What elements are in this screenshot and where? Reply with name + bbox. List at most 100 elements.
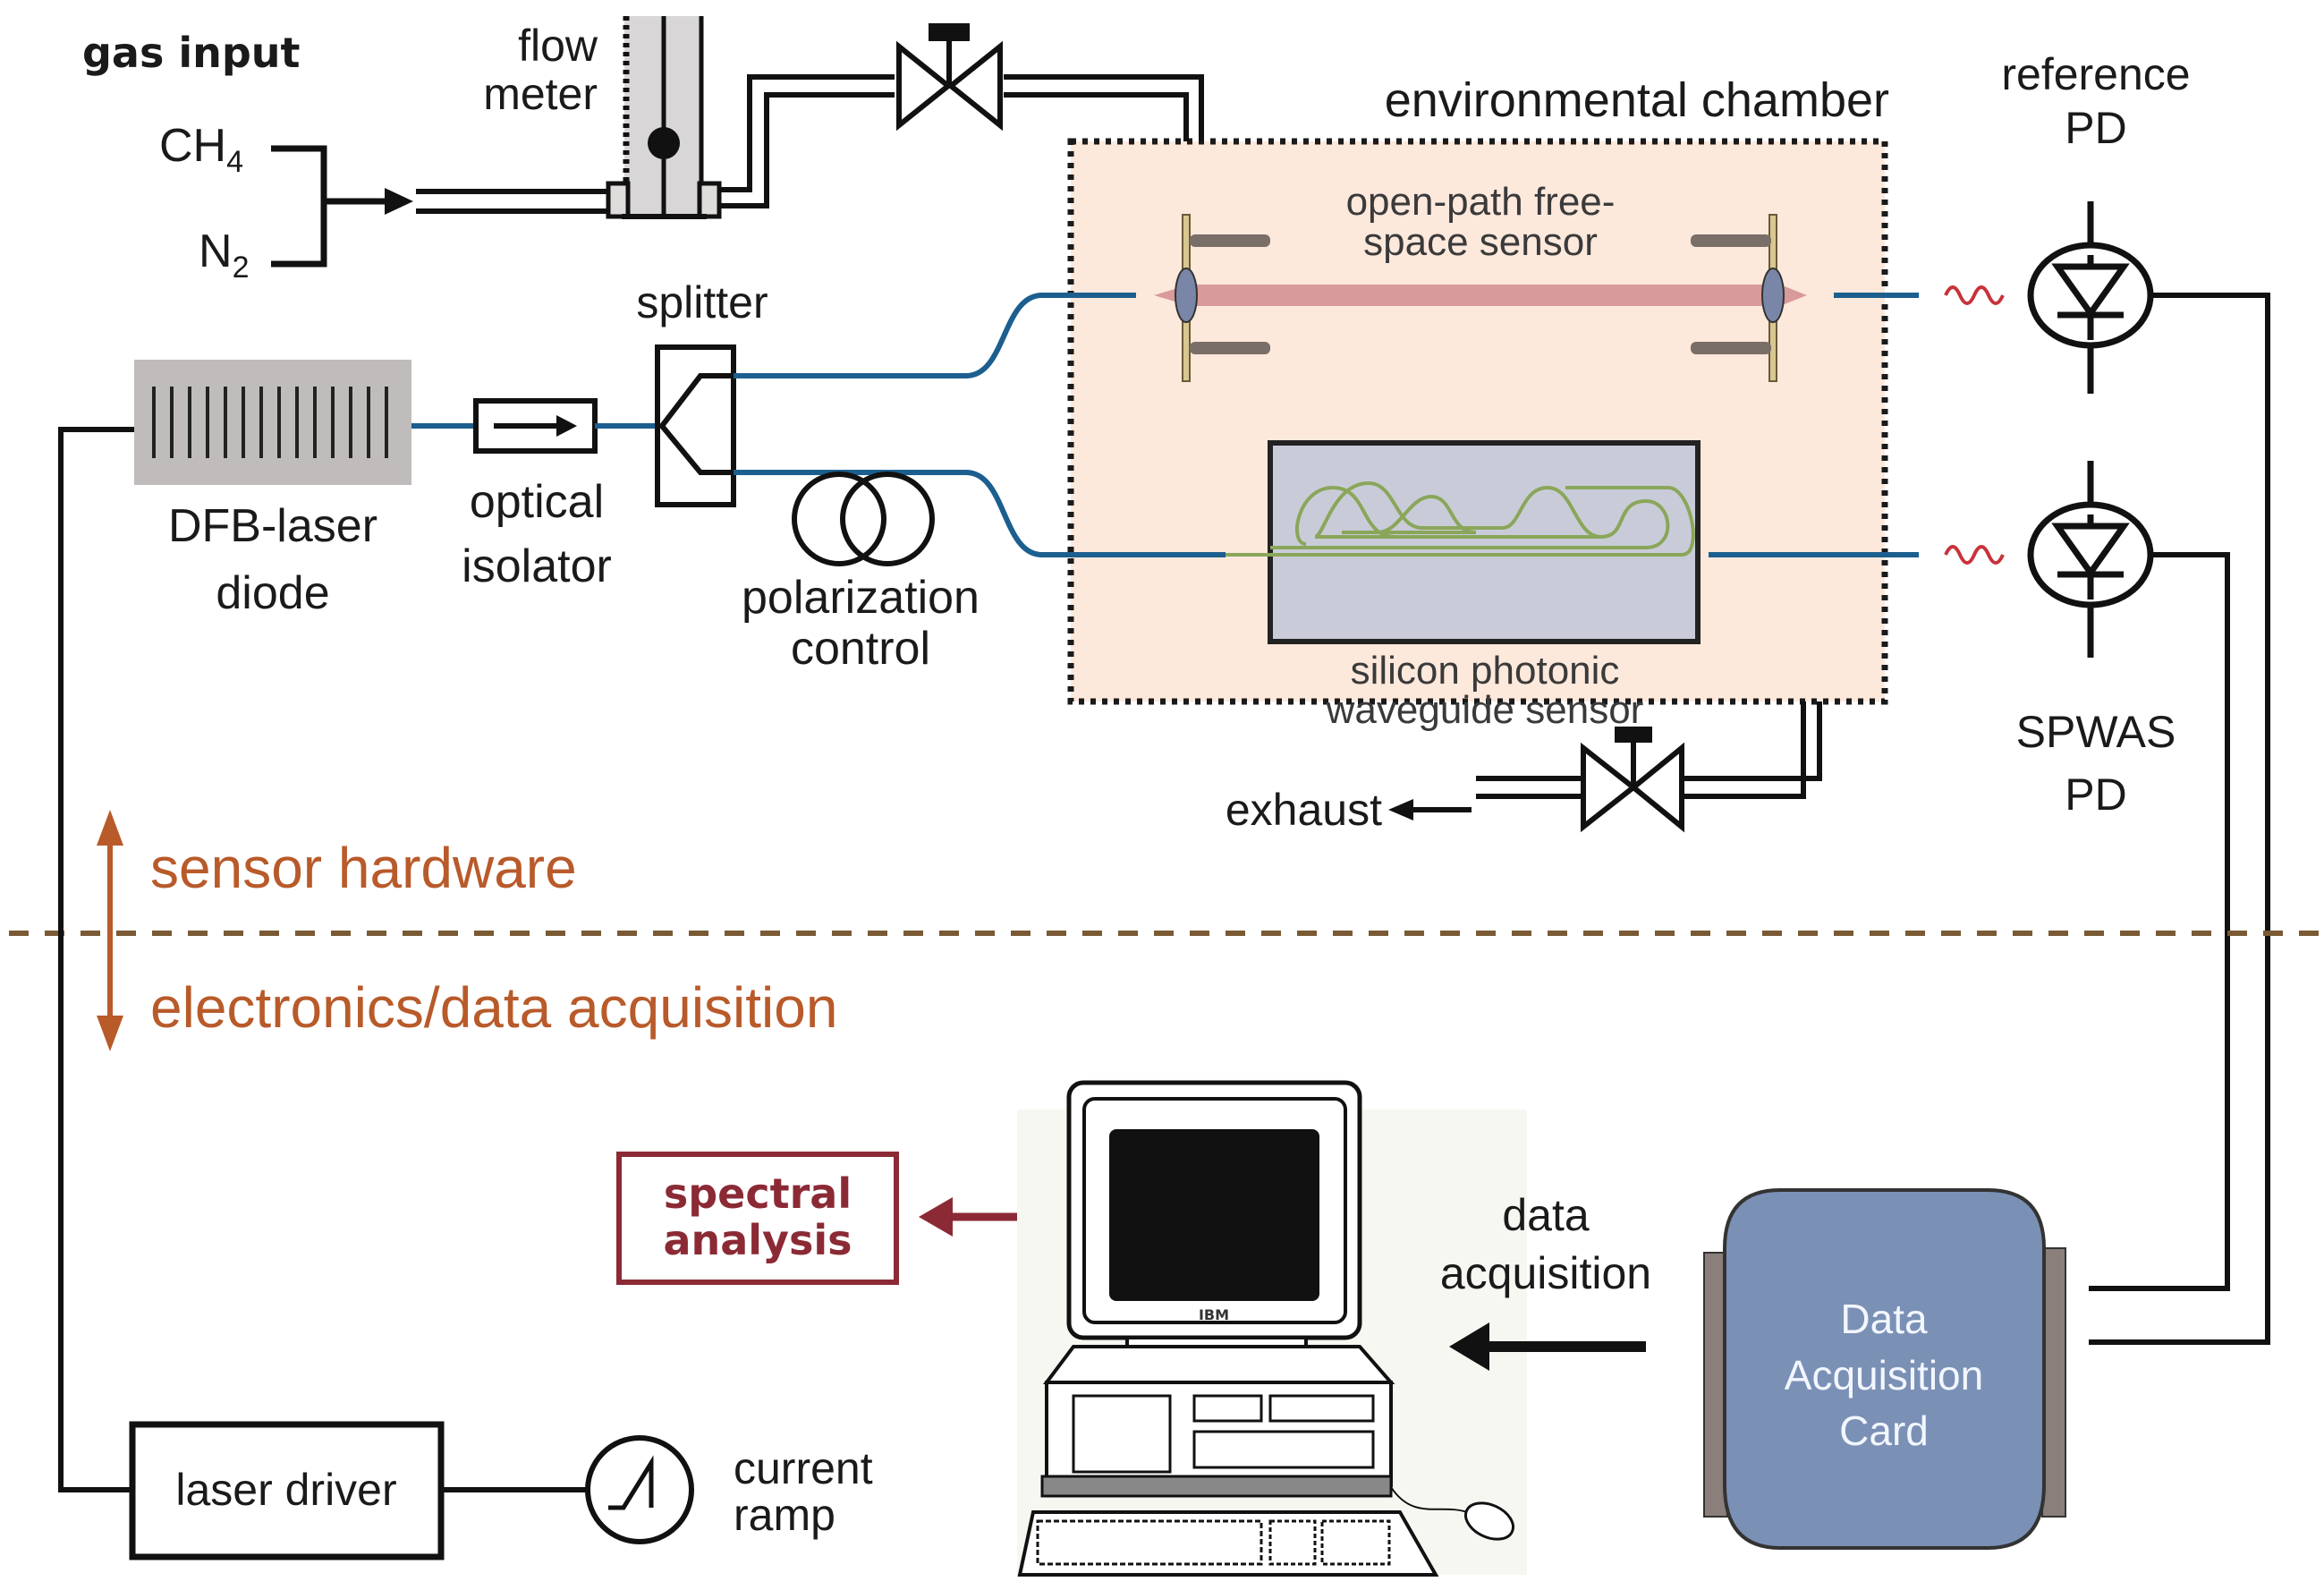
mouse-cable (1390, 1486, 1468, 1513)
current-ramp-label-1: current (734, 1443, 873, 1493)
flow-meter-float-icon (648, 127, 680, 159)
reference-pd-label-2: PD (2065, 103, 2126, 153)
spectral-arrow-icon (919, 1197, 953, 1237)
daq-side-right (2041, 1247, 2066, 1518)
spwas-pd-label-2: PD (2065, 769, 2126, 820)
current-ramp-circle (585, 1435, 694, 1544)
exhaust-section: exhaust (1226, 701, 1822, 835)
keyboard-numpad (1320, 1519, 1391, 1566)
spwas-photodiode-icon (2027, 461, 2154, 658)
isolator-label-2: isolator (462, 540, 612, 592)
left-lens-icon (1175, 268, 1198, 323)
ch4-main: CH (159, 120, 226, 172)
data-acquisition-arrow-icon (1449, 1322, 1489, 1371)
current-ramp-label-2: ramp (734, 1490, 835, 1540)
spwas-pd-wire (2089, 552, 2230, 1291)
right-mount-arm-top (1691, 234, 1771, 247)
ch4-label: CH4 (159, 120, 243, 179)
laser-label-2: diode (216, 567, 329, 619)
laser-driver-label: laser driver (175, 1465, 396, 1515)
left-mount-arm-top (1190, 234, 1270, 247)
laser-beam (1154, 285, 1807, 306)
computer-icon: IBM (1017, 1080, 1527, 1577)
data-acquisition-flow: data acquisition (1440, 1190, 1651, 1371)
reference-pd-label-1: reference (2001, 49, 2190, 99)
splitter-box (655, 344, 736, 507)
waveguide-sensor: silicon photonic waveguide sensor (1226, 440, 1701, 732)
laser-label-1: DFB-laser (168, 500, 377, 552)
flow-meter-label-2: meter (483, 69, 598, 119)
spwas-pd-label-1: SPWAS (2016, 707, 2176, 757)
laser-grating-icon (152, 387, 388, 458)
data-acquisition-label-1: data (1502, 1190, 1590, 1240)
n2-main: N (199, 225, 233, 277)
splitter-label: splitter (636, 277, 768, 327)
isolator-label-1: optical (470, 476, 604, 528)
chamber-title: environmental chamber (1385, 73, 1889, 127)
polarization-label-2: control (791, 623, 930, 675)
reference-pd: reference PD (1944, 49, 2270, 1345)
keyboard-main-keys (1036, 1519, 1263, 1566)
flow-meter-fitting-left (606, 181, 631, 219)
drive-bay-1 (1192, 1394, 1263, 1423)
reference-light-wave-icon (1944, 285, 2005, 305)
polarization-label-1: polarization (742, 572, 980, 624)
isolator-arrow-icon (556, 415, 577, 437)
spwas-light-wave-icon (1944, 545, 2005, 565)
optical-isolator: optical isolator (462, 398, 612, 592)
inlet-pipe-outer (719, 74, 895, 192)
exhaust-label: exhaust (1226, 785, 1382, 835)
free-space-label-1: open-path free- (1346, 180, 1616, 224)
exhaust-pipe-outer (1682, 701, 1822, 781)
flow-meter: flow meter (483, 16, 722, 219)
waveguide-chip (1268, 440, 1701, 644)
free-space-sensor: open-path free- space sensor (1154, 180, 1807, 382)
ramp-waveform-icon (608, 1455, 654, 1510)
mouse-icon (1464, 1501, 1514, 1541)
flow-meter-label-1: flow (518, 21, 598, 71)
free-space-label-2: space sensor (1363, 220, 1598, 264)
spectral-label-1: spectral (664, 1169, 852, 1218)
ch4-sub: 4 (226, 145, 243, 179)
gas-input-title: gas input (82, 29, 301, 77)
reference-pd-wire (2089, 293, 2270, 1345)
flow-meter-fitting-right (697, 181, 722, 219)
fiber-to-waveguide (734, 470, 1226, 557)
waveguide-spiral-icon (1226, 480, 1695, 557)
exhaust-valve-icon (1581, 727, 1684, 833)
inlet-pipe (719, 74, 1204, 208)
spectral-analysis-box (616, 1152, 899, 1285)
section-divider: sensor hardware electronics/data acquisi… (9, 810, 2324, 1051)
drive-bay-3 (1192, 1430, 1375, 1469)
laser-driver: laser driver (129, 1421, 445, 1560)
daq-body (1723, 1188, 2046, 1550)
fiber-to-free-space (734, 293, 1136, 378)
laser-driver-wire (58, 427, 134, 1492)
sensor-hardware-label: sensor hardware (150, 836, 577, 900)
inlet-pipe-inner-2 (1004, 92, 1189, 141)
n2-sub: 2 (233, 251, 250, 285)
gas-arrow-icon (385, 188, 413, 215)
right-lens-icon (1761, 268, 1785, 323)
daq-card: Data Acquisition Card (1703, 1188, 2066, 1550)
system-unit-top (1043, 1345, 1395, 1384)
reference-photodiode-icon (2027, 201, 2154, 394)
monitor-screen (1109, 1129, 1319, 1301)
polarization-control: polarization control (742, 472, 980, 675)
inlet-valve-icon (896, 23, 1003, 132)
splitter: splitter (636, 277, 768, 507)
daq-label-2: Acquisition (1785, 1352, 1983, 1399)
arrow-down-icon (97, 1016, 123, 1051)
arrow-up-icon (97, 810, 123, 846)
spectral-analysis: spectral analysis (616, 1152, 1031, 1285)
n2-label: N2 (199, 225, 249, 285)
spwas-pd: SPWAS PD (1944, 461, 2230, 1291)
drive-bay-2 (1268, 1394, 1375, 1423)
system-unit-vents (1040, 1475, 1393, 1498)
inlet-pipe-outer-2 (1004, 74, 1204, 141)
daq-label-3: Card (1839, 1407, 1929, 1454)
data-acquisition-label-2: acquisition (1440, 1248, 1651, 1298)
waveguide-label-1: silicon photonic (1351, 649, 1620, 693)
exhaust-arrow-icon (1388, 799, 1413, 821)
